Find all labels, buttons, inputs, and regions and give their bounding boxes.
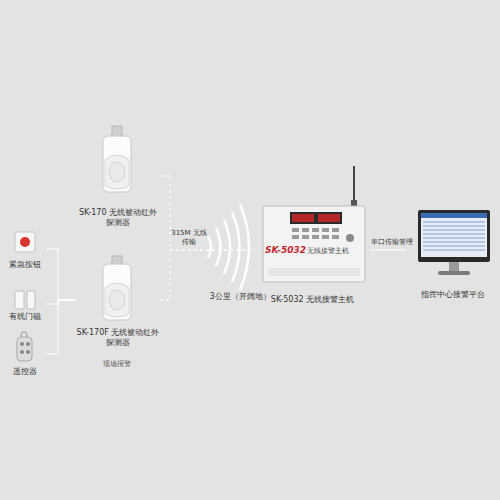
alarm-host-device bbox=[263, 166, 365, 282]
connector-line bbox=[160, 176, 255, 250]
connector-line bbox=[47, 300, 76, 354]
device-caption: SK-5032 无线接警主机 bbox=[255, 295, 370, 305]
radio-waves bbox=[208, 204, 249, 290]
pir-detector bbox=[103, 126, 131, 192]
device-node: 遥控器 bbox=[3, 331, 47, 377]
door-contact-icon bbox=[15, 291, 35, 309]
note-label: 3公里（开阔地） bbox=[200, 292, 280, 302]
device-node: 紧急按钮 bbox=[3, 228, 47, 270]
pir-detector bbox=[103, 256, 131, 320]
connector-line bbox=[47, 249, 76, 300]
device-node: 指挥中心接警平台 bbox=[405, 200, 500, 300]
device-caption: 紧急按钮 bbox=[3, 260, 47, 270]
computer-monitor bbox=[418, 210, 490, 275]
edge-label: 315M 无线传输 bbox=[171, 229, 207, 247]
remote-icon bbox=[17, 332, 32, 361]
note-label: 现场报警 bbox=[92, 360, 142, 369]
connector-line bbox=[47, 300, 76, 304]
device-caption: 指挥中心接警平台 bbox=[405, 290, 500, 300]
device-node: SK-5032无线接警主机 SK-5032 无线接警主机 bbox=[255, 195, 370, 305]
emergency-button-icon bbox=[15, 232, 35, 252]
device-node: 有线门磁 bbox=[3, 286, 47, 322]
device-caption: 遥控器 bbox=[3, 367, 47, 377]
device-caption: SK-170 无线被动红外探测器 bbox=[76, 208, 160, 228]
panel-text: SK-5032 bbox=[265, 245, 306, 256]
device-caption: SK-170F 无线被动红外探测器 bbox=[76, 328, 160, 348]
device-node: SK-170F 无线被动红外探测器 bbox=[76, 252, 160, 348]
edge-label: 串口传输管理 bbox=[368, 238, 416, 247]
connector-line bbox=[370, 250, 405, 251]
panel-text: 无线接警主机 bbox=[307, 247, 349, 256]
device-node: SK-170 无线被动红外探测器 bbox=[76, 124, 160, 228]
device-caption: 有线门磁 bbox=[3, 312, 47, 322]
